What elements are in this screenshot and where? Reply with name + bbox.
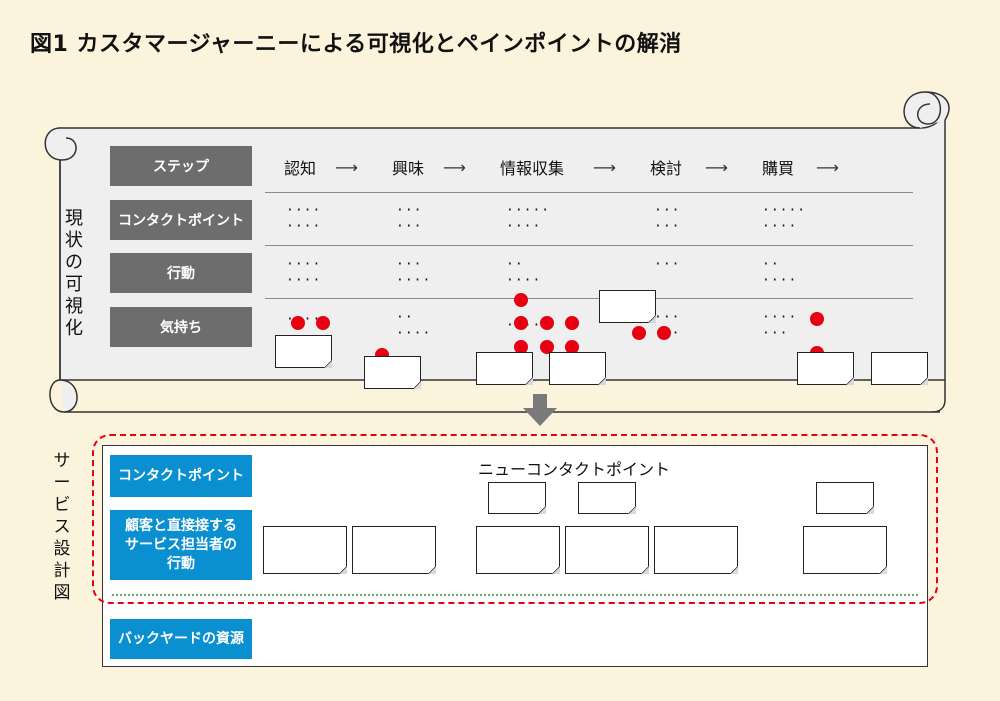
feeling-dots: ···· ··· bbox=[762, 310, 798, 341]
pain-point-dot bbox=[540, 340, 554, 354]
side-char: の bbox=[65, 252, 83, 273]
arrow-icon: ⟶ bbox=[816, 158, 839, 177]
row-label-contact-point: コンタクトポイント bbox=[110, 200, 252, 240]
sticky-note bbox=[816, 482, 874, 514]
step-info-gathering: 情報収集 bbox=[500, 159, 565, 178]
new-contact-point-label: ニューコンタクトポイント bbox=[478, 460, 671, 479]
contact-dots: ··· ··· bbox=[654, 203, 681, 234]
blueprint-contact-label: コンタクトポイント bbox=[110, 455, 252, 497]
side-char: ビ bbox=[53, 495, 71, 515]
arrow-icon: ⟶ bbox=[443, 158, 466, 177]
pain-point-dot bbox=[810, 312, 824, 326]
side-char: ス bbox=[53, 517, 71, 537]
sticky-note bbox=[488, 482, 546, 514]
side-char: ー bbox=[53, 473, 71, 493]
pain-point-dot bbox=[565, 316, 579, 330]
side-char: 状 bbox=[65, 230, 83, 251]
side-char: 可 bbox=[65, 274, 83, 295]
sticky-note bbox=[654, 526, 738, 574]
sticky-note bbox=[578, 482, 636, 514]
row-label-step: ステップ bbox=[110, 146, 252, 186]
sticky-note bbox=[803, 526, 887, 574]
sticky-note bbox=[263, 526, 347, 574]
row-label-feeling: 気持ち bbox=[110, 307, 252, 347]
action-dots: ··· bbox=[654, 257, 681, 272]
pain-point-dot bbox=[540, 316, 554, 330]
row-label-action: 行動 bbox=[110, 253, 252, 293]
blueprint-staff-label: 顧客と直接接する サービス担当者の 行動 bbox=[110, 510, 252, 580]
action-dots: ··· ···· bbox=[396, 257, 432, 288]
sticky-note bbox=[565, 526, 649, 574]
current-state-label: 現 状 の 可 視 化 bbox=[62, 208, 86, 340]
step-purchase: 購買 bbox=[762, 159, 795, 178]
step-consideration: 検討 bbox=[650, 159, 683, 178]
side-char: 図 bbox=[53, 583, 71, 603]
contact-dots: ···· ···· bbox=[286, 203, 322, 234]
side-char: 視 bbox=[65, 296, 83, 317]
pain-point-dot bbox=[316, 316, 330, 330]
side-char: 設 bbox=[53, 539, 71, 559]
arrow-icon: ⟶ bbox=[335, 158, 358, 177]
pain-point-dot bbox=[514, 340, 528, 354]
sticky-note bbox=[476, 352, 533, 385]
highlight-dashed-box bbox=[92, 434, 938, 604]
arrow-icon: ⟶ bbox=[705, 158, 728, 177]
sticky-note bbox=[871, 352, 928, 385]
action-dots: ·· ···· bbox=[762, 257, 798, 288]
sticky-note bbox=[275, 335, 332, 368]
figure-title: 図1 カスタマージャーニーによる可視化とペインポイントの解消 bbox=[30, 32, 682, 57]
contact-dots: ··· ··· bbox=[396, 203, 423, 234]
pain-point-dot bbox=[291, 316, 305, 330]
pain-point-dot bbox=[514, 293, 528, 307]
down-arrow-icon bbox=[523, 394, 557, 426]
sticky-note bbox=[476, 526, 560, 574]
service-blueprint-label: サ ー ビ ス 設 計 図 bbox=[50, 450, 74, 604]
pain-point-dot bbox=[632, 326, 646, 340]
action-dots: ·· ···· bbox=[506, 257, 542, 288]
line-of-visibility bbox=[112, 594, 918, 596]
row-divider bbox=[265, 192, 913, 193]
step-interest: 興味 bbox=[392, 159, 425, 178]
contact-dots: ····· ···· bbox=[506, 203, 551, 234]
pain-point-dot bbox=[565, 340, 579, 354]
scroll-shape bbox=[44, 91, 950, 413]
sticky-note bbox=[599, 290, 656, 323]
arrow-icon: ⟶ bbox=[593, 158, 616, 177]
sticky-note bbox=[364, 356, 421, 389]
side-char: 計 bbox=[53, 561, 71, 581]
side-char: サ bbox=[53, 451, 71, 471]
row-divider bbox=[265, 245, 913, 246]
side-char: 現 bbox=[65, 208, 83, 229]
blueprint-backyard-label: バックヤードの資源 bbox=[110, 619, 252, 659]
contact-dots: ····· ···· bbox=[762, 203, 807, 234]
row-divider bbox=[265, 298, 913, 299]
pain-point-dot bbox=[657, 326, 671, 340]
sticky-note bbox=[549, 352, 606, 385]
sticky-note bbox=[352, 526, 436, 574]
pain-point-dot bbox=[514, 316, 528, 330]
side-char: 化 bbox=[65, 318, 83, 339]
feeling-dots: ·· ···· bbox=[396, 310, 432, 341]
step-awareness: 認知 bbox=[284, 159, 317, 178]
action-dots: ···· ···· bbox=[286, 257, 322, 288]
sticky-note bbox=[797, 352, 854, 385]
